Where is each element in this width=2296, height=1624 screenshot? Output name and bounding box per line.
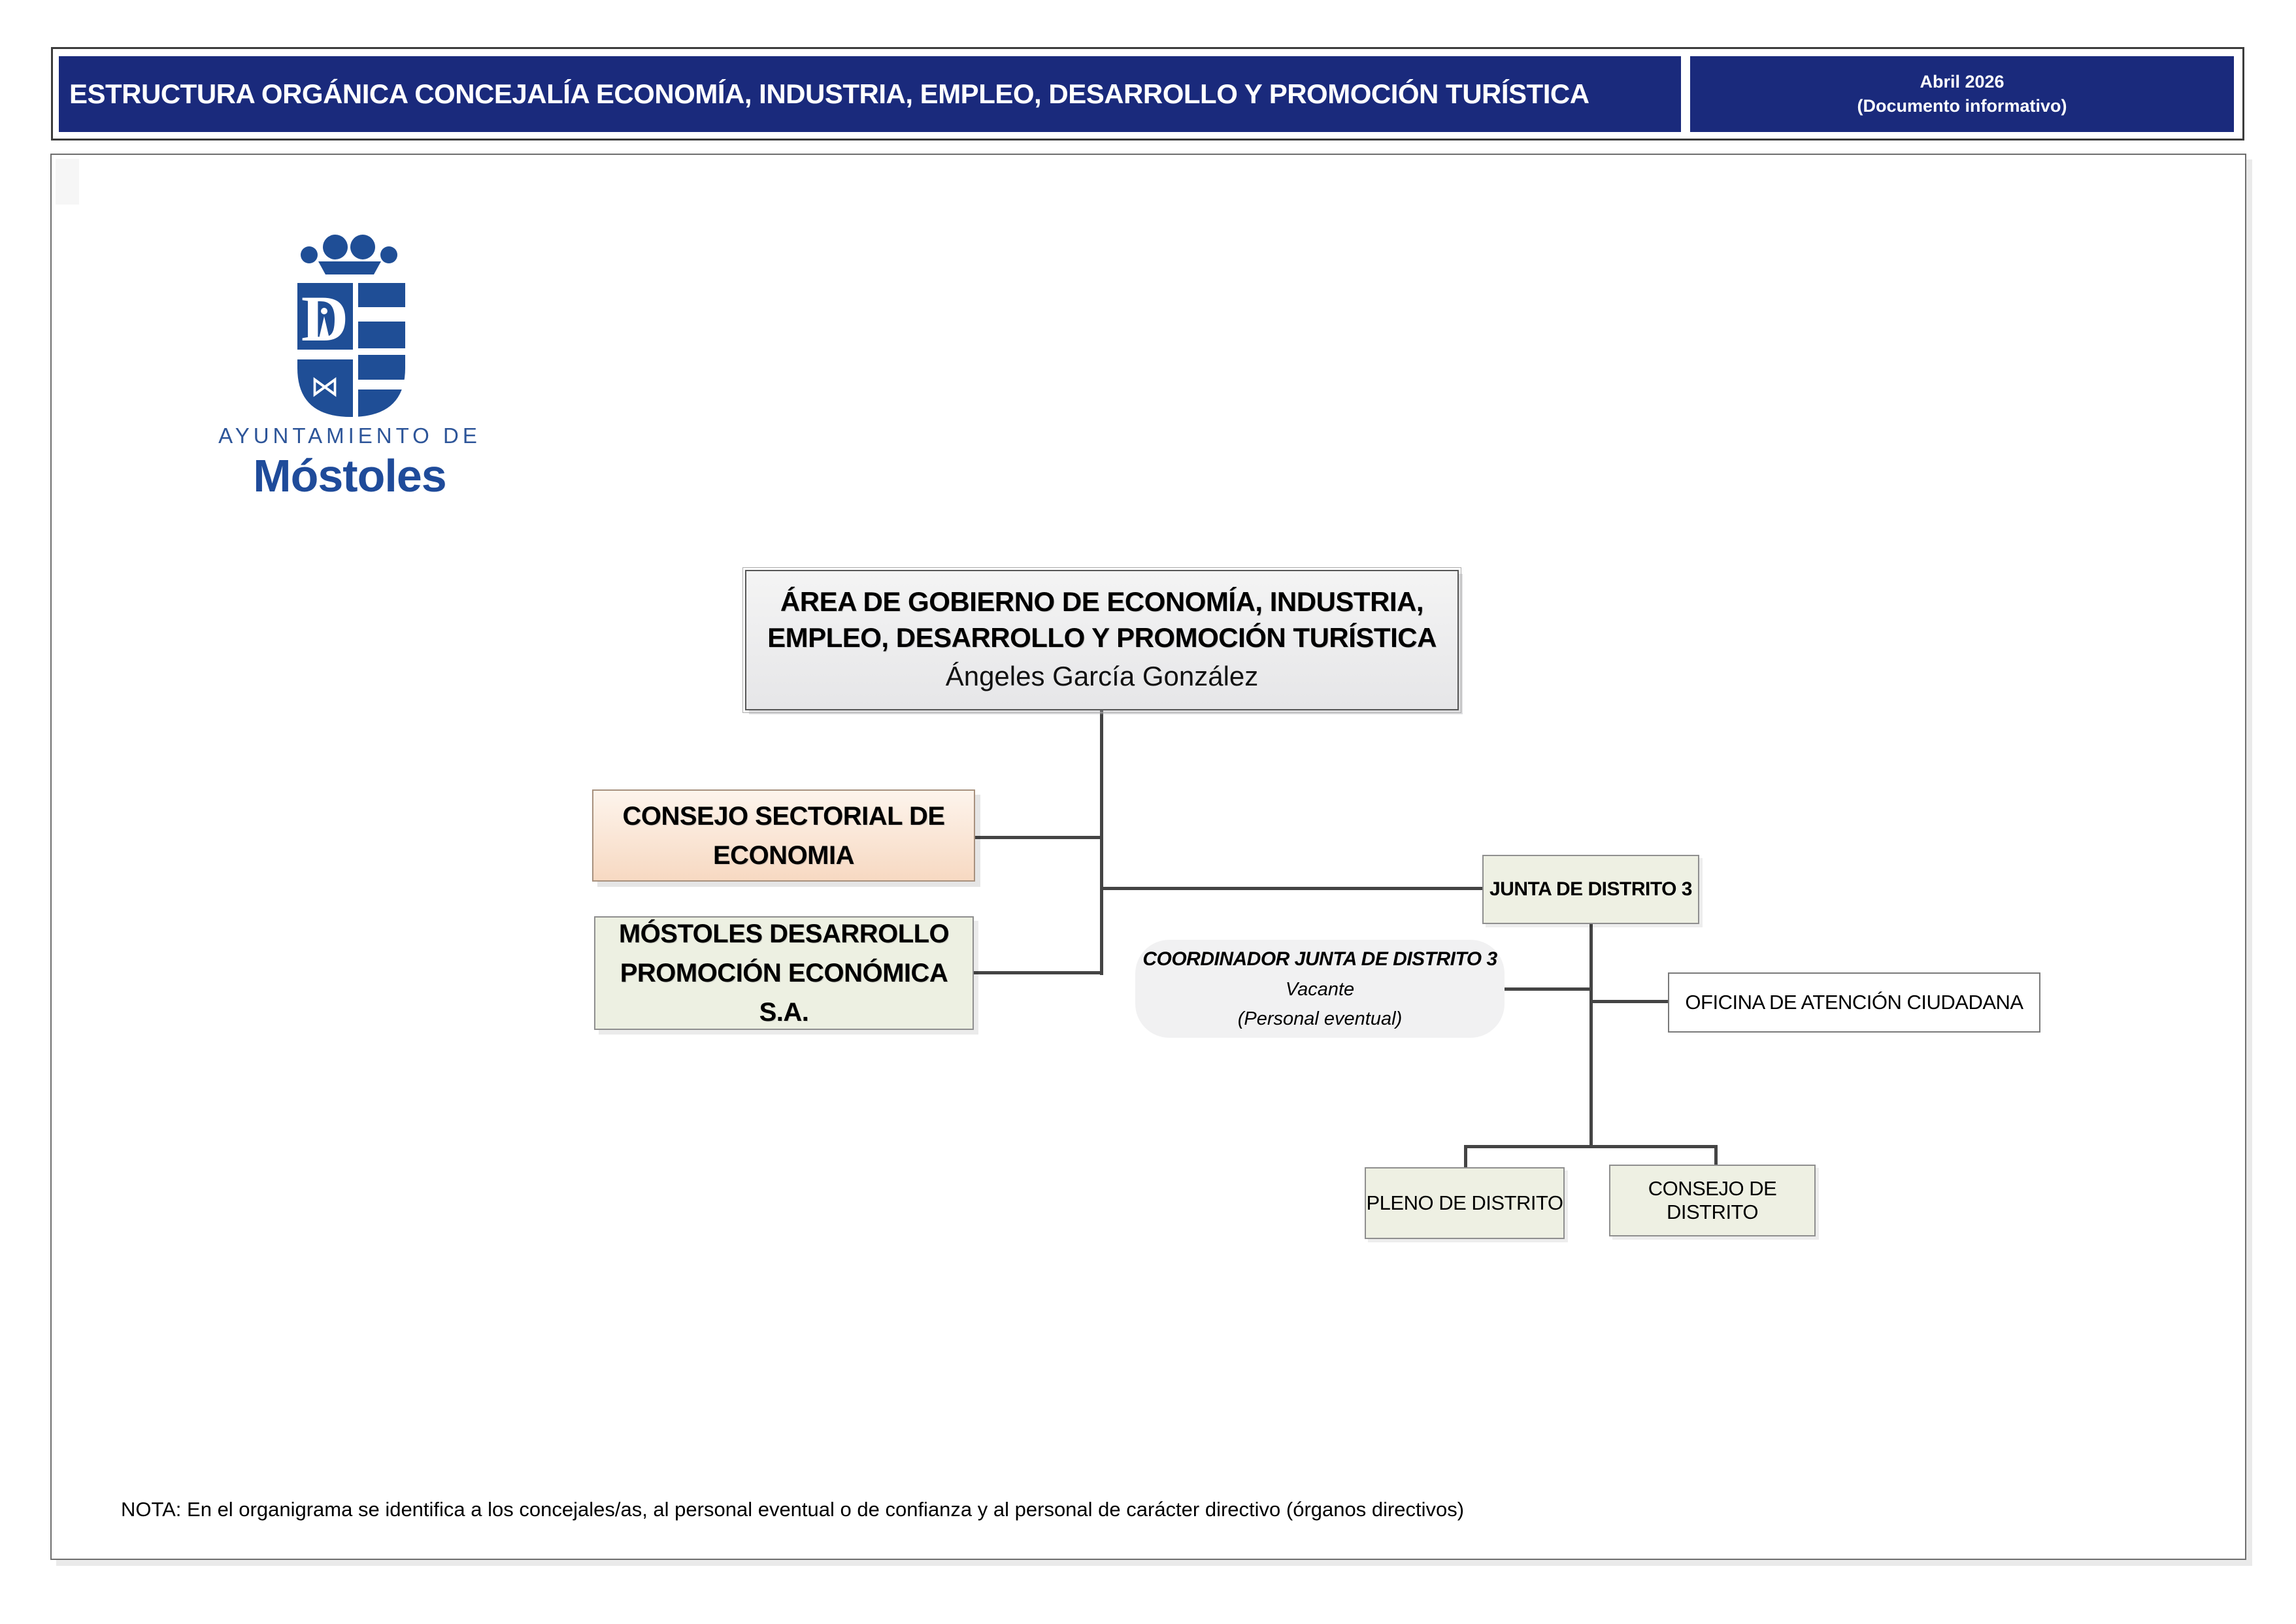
svg-text:⋈: ⋈ bbox=[310, 371, 339, 403]
node-coordinador-junta: COORDINADOR JUNTA DE DISTRITO 3 Vacante … bbox=[1135, 940, 1505, 1038]
stray-gray-square bbox=[56, 159, 79, 205]
consejo-distrito-label: CONSEJO DE DISTRITO bbox=[1648, 1177, 1777, 1223]
header-doc-type: (Documento informativo) bbox=[1857, 96, 2067, 116]
connector-junta-branch bbox=[1102, 887, 1482, 890]
header-date: Abril 2026 bbox=[1920, 72, 2005, 91]
header-title-bar: ESTRUCTURA ORGÁNICA CONCEJALÍA ECONOMÍA,… bbox=[59, 56, 1681, 132]
connector-junta-trunk bbox=[1589, 924, 1593, 1148]
node-consejo-sectorial: CONSEJO SECTORIAL DE ECONOMIA bbox=[592, 789, 975, 882]
coordinador-status: Vacante bbox=[1285, 979, 1355, 1000]
content-frame bbox=[50, 154, 2246, 1560]
page-title: ESTRUCTURA ORGÁNICA CONCEJALÍA ECONOMÍA,… bbox=[69, 78, 1589, 109]
node-junta-distrito: JUNTA DE DISTRITO 3 bbox=[1482, 855, 1699, 924]
header-date-box: Abril 2026 (Documento informativo) bbox=[1690, 56, 2234, 132]
node-area-gobierno: ÁREA DE GOBIERNO DE ECONOMÍA, INDUSTRIA,… bbox=[742, 567, 1461, 713]
pleno-label: PLENO DE DISTRITO bbox=[1366, 1191, 1564, 1214]
connector-distrito-hbar bbox=[1464, 1145, 1718, 1148]
coordinador-type: (Personal eventual) bbox=[1237, 1008, 1403, 1029]
footer-note: NOTA: En el organigrama se identifica a … bbox=[121, 1498, 1465, 1521]
junta-distrito-label: JUNTA DE DISTRITO 3 bbox=[1489, 878, 1692, 900]
consejo-sectorial-line2: ECONOMIA bbox=[713, 840, 855, 870]
node-oficina-atencion: OFICINA DE ATENCIÓN CIUDADANA bbox=[1668, 972, 2040, 1033]
area-gobierno-title-line1: ÁREA DE GOBIERNO DE ECONOMÍA, INDUSTRIA, bbox=[780, 586, 1424, 617]
node-consejo-distrito: CONSEJO DE DISTRITO bbox=[1609, 1165, 1816, 1236]
connector-oficina-stub bbox=[1593, 1000, 1669, 1003]
connector-pleno-drop bbox=[1464, 1145, 1467, 1168]
connector-root-trunk bbox=[1100, 709, 1103, 975]
oficina-label: OFICINA DE ATENCIÓN CIUDADANA bbox=[1685, 991, 2023, 1014]
mostoles-desarrollo-line1: MÓSTOLES DESARROLLO bbox=[618, 920, 950, 948]
logo-city-name: Móstoles bbox=[253, 450, 446, 501]
node-mostoles-desarrollo: MÓSTOLES DESARROLLO PROMOCIÓN ECONÓMICA … bbox=[594, 916, 974, 1030]
coordinador-title: COORDINADOR JUNTA DE DISTRITO 3 bbox=[1142, 948, 1497, 970]
area-gobierno-title-line2: EMPLEO, DESARROLLO Y PROMOCIÓN TURÍSTICA bbox=[767, 621, 1437, 653]
connector-coordinador-stub bbox=[1505, 987, 1591, 991]
area-gobierno-person: Ángeles García González bbox=[945, 660, 1259, 691]
mostoles-logo: D ⋈ AYUNTAMIENTO DE Móstoles bbox=[196, 221, 503, 502]
logo-org-name: AYUNTAMIENTO DE bbox=[218, 423, 481, 448]
node-pleno-distrito: PLENO DE DISTRITO bbox=[1365, 1167, 1565, 1239]
consejo-sectorial-line1: CONSEJO SECTORIAL DE bbox=[622, 801, 945, 831]
connector-consejo-branch bbox=[974, 836, 1102, 839]
connector-mostoles-branch bbox=[974, 971, 1102, 974]
svg-text:D: D bbox=[301, 282, 348, 355]
connector-consejo-distrito-drop bbox=[1714, 1145, 1718, 1168]
mostoles-desarrollo-line2: PROMOCIÓN ECONÓMICA S.A. bbox=[620, 959, 948, 1027]
mostoles-shield-icon: D ⋈ bbox=[297, 235, 405, 417]
